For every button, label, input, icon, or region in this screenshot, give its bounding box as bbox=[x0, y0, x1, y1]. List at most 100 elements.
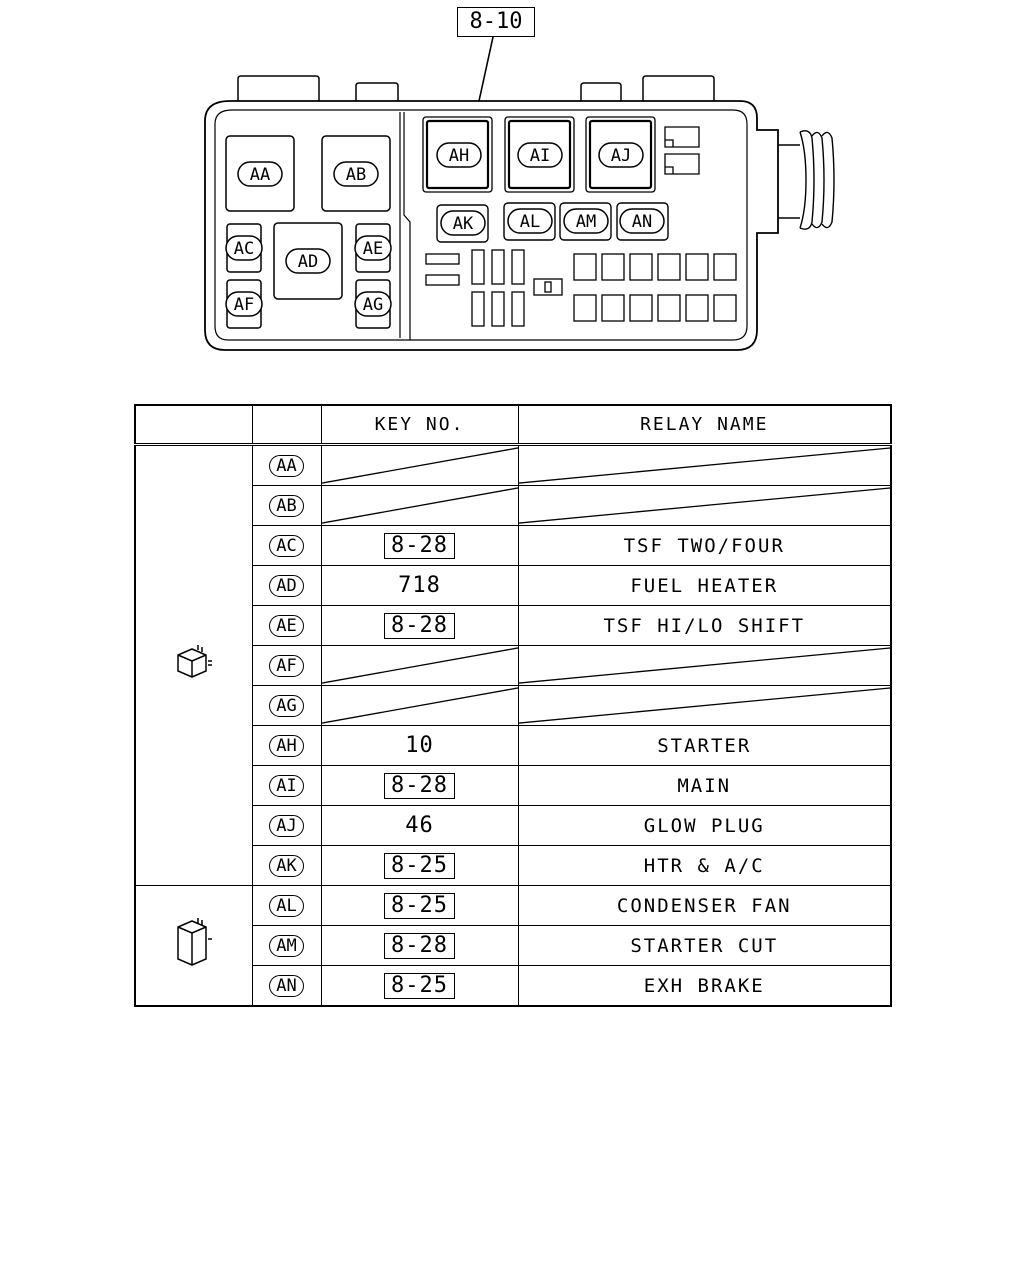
header-id-col bbox=[251, 404, 322, 446]
box-label-ae: AE bbox=[354, 235, 392, 261]
table-row: AJ 46 GLOW PLUG bbox=[135, 805, 892, 846]
relay-id-cell: AA bbox=[251, 444, 322, 486]
table-row: AB bbox=[135, 485, 892, 526]
box-label-an: AN bbox=[619, 208, 665, 234]
key-no: 46 bbox=[405, 813, 434, 838]
relay-id-cell: AH bbox=[251, 725, 322, 766]
relay-id: AD bbox=[269, 575, 304, 597]
table-row: AL 8-25 CONDENSER FAN bbox=[134, 885, 892, 1007]
box-label-ac: AC bbox=[225, 235, 263, 261]
svg-text:AH: AH bbox=[449, 146, 469, 166]
svg-text:AL: AL bbox=[520, 212, 540, 232]
key-no-cell: 8-25 bbox=[320, 965, 519, 1007]
box-label-ag: AG bbox=[354, 291, 392, 317]
relay-name-cell bbox=[517, 485, 892, 526]
relay-id: AG bbox=[269, 695, 304, 717]
relay-id-cell: AJ bbox=[251, 805, 322, 846]
relay-name-cell: TSF HI/LO SHIFT bbox=[517, 605, 892, 646]
svg-text:AN: AN bbox=[632, 212, 652, 232]
relay-name: HTR & A/C bbox=[643, 854, 765, 877]
box-label-ai: AI bbox=[517, 142, 563, 168]
key-no-cell: 718 bbox=[320, 565, 519, 606]
key-no-cell: 46 bbox=[320, 805, 519, 846]
svg-text:AB: AB bbox=[346, 165, 366, 185]
relay-name-cell: HTR & A/C bbox=[517, 845, 892, 886]
key-no: 8-28 bbox=[384, 532, 455, 559]
key-no: 10 bbox=[405, 733, 434, 758]
relay-id-cell: AM bbox=[251, 925, 322, 966]
relay-name-cell: CONDENSER FAN bbox=[517, 885, 892, 926]
key-no: 8-28 bbox=[384, 932, 455, 959]
box-label-am: AM bbox=[563, 208, 609, 234]
relay-name-cell: MAIN bbox=[517, 765, 892, 806]
key-no-cell: 8-28 bbox=[320, 525, 519, 566]
key-no-cell bbox=[320, 485, 519, 526]
relay-id-cell: AL bbox=[251, 885, 322, 926]
reference-box: 8-10 bbox=[457, 7, 535, 37]
svg-text:AJ: AJ bbox=[611, 146, 631, 166]
relay-id: AH bbox=[269, 735, 304, 757]
relay-name: STARTER bbox=[657, 734, 752, 757]
key-no-cell: 8-28 bbox=[320, 765, 519, 806]
relay-name-cell: STARTER CUT bbox=[517, 925, 892, 966]
relay-tall-icon bbox=[172, 918, 216, 974]
relay-id: AB bbox=[269, 495, 304, 517]
relay-name-cell: FUEL HEATER bbox=[517, 565, 892, 606]
box-label-al: AL bbox=[507, 208, 553, 234]
table-row: AM 8-28 STARTER CUT bbox=[135, 925, 892, 966]
table-row: AI 8-28 MAIN bbox=[135, 765, 892, 806]
relay-box-diagram: AA AB AC AD AE AF AG AH AI AJ AK AL AM AN bbox=[204, 36, 835, 351]
box-label-ad: AD bbox=[285, 248, 331, 274]
relay-id-cell: AB bbox=[251, 485, 322, 526]
relay-name-cell bbox=[517, 685, 892, 726]
relay-name-cell: TSF TWO/FOUR bbox=[517, 525, 892, 566]
box-label-aj: AJ bbox=[598, 142, 644, 168]
box-label-aa: AA bbox=[237, 161, 283, 187]
relay-name-cell: EXH BRAKE bbox=[517, 965, 892, 1007]
svg-text:AI: AI bbox=[530, 146, 550, 166]
key-no-cell: 8-28 bbox=[320, 925, 519, 966]
relay-name: MAIN bbox=[677, 774, 732, 797]
svg-text:AA: AA bbox=[250, 165, 270, 185]
table-row: AF bbox=[135, 645, 892, 686]
relay-id-cell: AG bbox=[251, 685, 322, 726]
relay-name: TSF TWO/FOUR bbox=[623, 534, 785, 557]
svg-text:AM: AM bbox=[576, 212, 596, 232]
top-tabs bbox=[237, 75, 715, 101]
svg-text:AG: AG bbox=[363, 295, 383, 315]
relay-name-cell: GLOW PLUG bbox=[517, 805, 892, 846]
key-no-cell: 10 bbox=[320, 725, 519, 766]
key-no: 8-25 bbox=[384, 892, 455, 919]
relay-type-cell bbox=[134, 885, 253, 1007]
key-no: 8-28 bbox=[384, 772, 455, 799]
relay-name-cell bbox=[517, 645, 892, 686]
relay-id-cell: AC bbox=[251, 525, 322, 566]
relay-id: AM bbox=[269, 935, 304, 957]
relay-id: AK bbox=[269, 855, 304, 877]
relay-name-cell bbox=[517, 444, 892, 486]
svg-text:AF: AF bbox=[234, 295, 254, 315]
relay-id: AJ bbox=[269, 815, 304, 837]
box-label-ah: AH bbox=[436, 142, 482, 168]
relay-id: AI bbox=[269, 775, 304, 797]
relay-id-cell: AD bbox=[251, 565, 322, 606]
key-no-cell bbox=[320, 444, 519, 486]
relay-type-cell bbox=[134, 444, 253, 886]
table-row: AC 8-28 TSF TWO/FOUR bbox=[135, 525, 892, 566]
key-no-cell bbox=[320, 645, 519, 686]
svg-text:AK: AK bbox=[453, 214, 474, 234]
svg-text:AD: AD bbox=[298, 252, 318, 272]
fuse-block bbox=[425, 249, 737, 327]
box-label-ak: AK bbox=[440, 210, 486, 236]
relay-id-cell: AF bbox=[251, 645, 322, 686]
relay-id: AF bbox=[269, 655, 304, 677]
key-no: 8-25 bbox=[384, 972, 455, 999]
header-icon-col bbox=[134, 404, 253, 446]
key-no: 8-28 bbox=[384, 612, 455, 639]
leader-line bbox=[478, 36, 494, 102]
relay-name-cell: STARTER bbox=[517, 725, 892, 766]
key-no-cell bbox=[320, 685, 519, 726]
key-no: 8-25 bbox=[384, 852, 455, 879]
